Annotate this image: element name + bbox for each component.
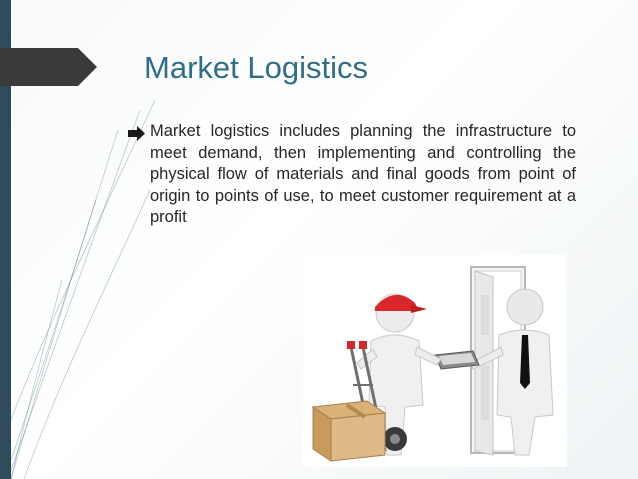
title-tab-marker: [0, 48, 97, 86]
clipboard-image: [434, 350, 480, 370]
delivery-illustration: [303, 255, 567, 467]
arrow-right-icon: [128, 126, 145, 141]
left-accent-bar: [0, 0, 11, 479]
bullet-text: Market logistics includes planning the i…: [150, 122, 576, 226]
customer-figure: [470, 288, 554, 456]
cardboard-box-image: [311, 400, 387, 462]
decorative-lines: [10, 99, 156, 479]
slide-title: Market Logistics: [144, 50, 368, 85]
